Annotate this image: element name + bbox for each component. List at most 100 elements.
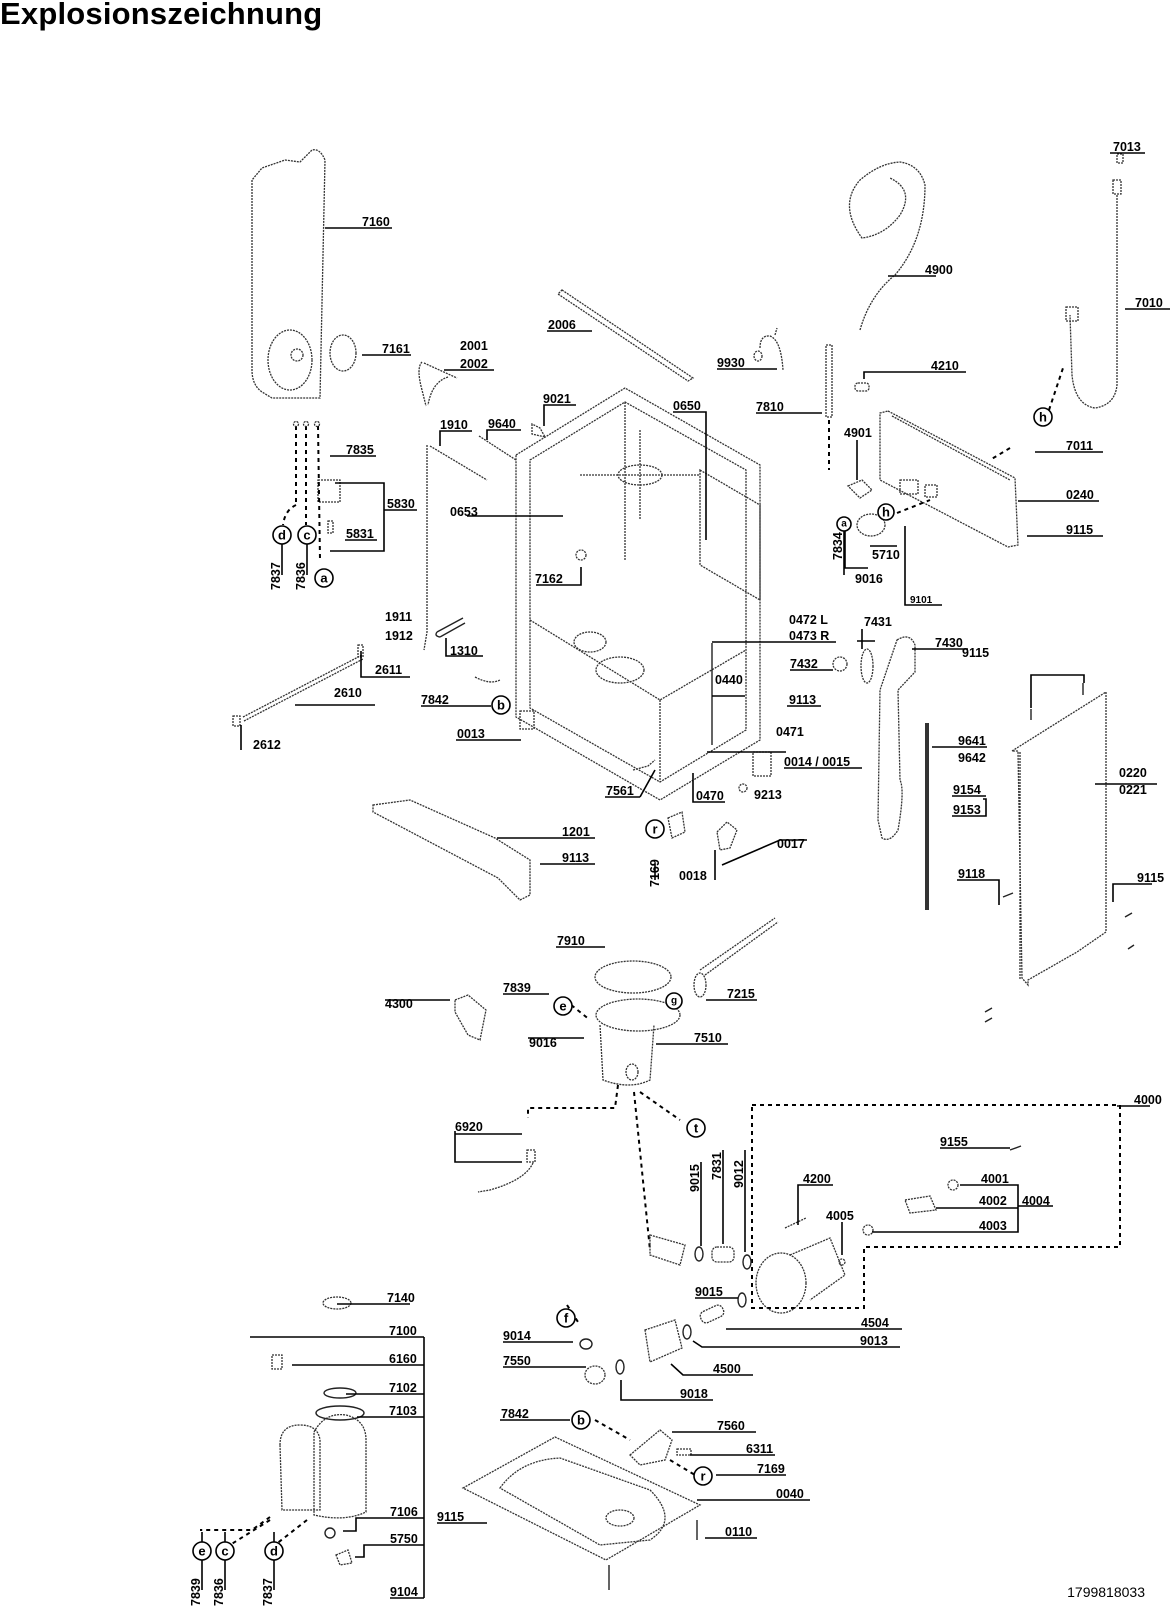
label-9115-panel: 9115 [1066, 523, 1093, 537]
callout-c-top: c [297, 525, 317, 545]
part-4000-pump [755, 1237, 846, 1314]
part-7430-spray-arm [877, 636, 916, 841]
label-7839-top: 7839 [503, 981, 531, 995]
label-7836-top: 7836 [294, 562, 308, 590]
label-9104: 9104 [390, 1585, 418, 1599]
part-9930-hose [753, 327, 784, 371]
label-7842-top: 7842 [421, 693, 449, 707]
label-4210: 4210 [931, 359, 959, 373]
label-9153: 9153 [953, 803, 981, 817]
label-9115-bottom: 9115 [1137, 871, 1164, 885]
label-5830: 5830 [387, 497, 415, 511]
label-6160: 6160 [389, 1352, 417, 1366]
label-7910: 7910 [557, 934, 585, 948]
part-4005 [838, 1258, 846, 1266]
callout-a-right: a [836, 516, 852, 532]
svg-text:a: a [841, 519, 847, 530]
svg-text:b: b [497, 698, 505, 713]
callout-r-bottom: r [693, 1466, 713, 1486]
label-0013: 0013 [457, 727, 485, 741]
part-9640 [478, 435, 517, 461]
callout-h-panel: h [877, 503, 895, 521]
label-9115-top: 9115 [962, 646, 989, 660]
vertical-part-labels: 7837 7836 7834 7169 9015 7831 9012 7839 … [189, 532, 845, 1606]
label-7103: 7103 [389, 1404, 417, 1418]
label-9015-vertical: 9015 [688, 1164, 702, 1192]
label-9014: 9014 [503, 1329, 531, 1343]
label-2612: 2612 [253, 738, 281, 752]
svg-text:f: f [564, 1311, 569, 1326]
label-7431: 7431 [864, 615, 892, 629]
label-9640: 9640 [488, 417, 516, 431]
label-9213: 9213 [754, 788, 782, 802]
svg-text:h: h [882, 505, 890, 520]
callout-r-top: r [645, 819, 665, 839]
parts-4500-4504 [579, 1304, 725, 1385]
label-7169-top: 7169 [648, 859, 662, 887]
part-5830 [317, 479, 341, 534]
label-4200: 4200 [803, 1172, 831, 1186]
label-0470: 0470 [696, 789, 724, 803]
base-dashes [594, 1419, 696, 1476]
label-7836-bottom: 7836 [212, 1578, 226, 1606]
label-9013: 9013 [860, 1334, 888, 1348]
callout-g: g [665, 992, 683, 1010]
part-4003 [862, 1224, 874, 1236]
callout-h-cord: h [1033, 407, 1053, 427]
label-4001: 4001 [981, 1172, 1009, 1186]
callout-e-top: e [553, 996, 573, 1016]
part-2001-bracket [418, 361, 458, 407]
part-4300 [454, 994, 487, 1041]
label-0471: 0471 [776, 725, 804, 739]
label-9930: 9930 [717, 356, 745, 370]
label-4005: 4005 [826, 1209, 854, 1223]
part-4001 [947, 1179, 959, 1191]
label-9015-bottom: 9015 [695, 1285, 723, 1299]
svg-text:r: r [700, 1469, 705, 1484]
label-7102: 7102 [389, 1381, 417, 1395]
label-5831: 5831 [346, 527, 374, 541]
label-4300: 4300 [385, 997, 413, 1011]
label-1912: 1912 [385, 629, 413, 643]
part-4200 [784, 1217, 807, 1229]
label-9154: 9154 [953, 783, 981, 797]
label-0440: 0440 [715, 673, 743, 687]
label-0240: 0240 [1066, 488, 1094, 502]
part-7160-side-panel [251, 149, 326, 399]
callout-b-top: b [491, 695, 511, 715]
label-0650: 0650 [673, 399, 701, 413]
part-7010-power-cord [1065, 153, 1124, 409]
label-7834: 7834 [831, 532, 845, 560]
part-6920-hose [477, 1149, 536, 1193]
svg-text:d: d [270, 1544, 278, 1559]
callout-f: f [556, 1308, 576, 1328]
label-4003: 4003 [979, 1219, 1007, 1233]
label-9642: 9642 [958, 751, 986, 765]
callout-c-bottom: c [215, 1541, 235, 1561]
part-1201-plinth [372, 799, 531, 901]
label-0473: 0473 R [789, 629, 829, 643]
label-7831: 7831 [710, 1152, 724, 1180]
label-4004: 4004 [1022, 1194, 1050, 1208]
part-7510-sump [595, 998, 681, 1086]
label-7842-bottom: 7842 [501, 1407, 529, 1421]
clamps-9015-9012 [649, 1234, 752, 1308]
label-7010: 7010 [1135, 296, 1163, 310]
label-5750: 5750 [390, 1532, 418, 1546]
label-9118: 9118 [958, 867, 985, 881]
label-7169-bottom: 7169 [757, 1462, 785, 1476]
part-7810-tube [825, 344, 833, 470]
label-9113-bottom: 9113 [562, 851, 589, 865]
svg-text:e: e [559, 999, 566, 1014]
label-7106: 7106 [390, 1505, 418, 1519]
svg-text:c: c [221, 1544, 228, 1559]
part-4900-cable [848, 161, 926, 331]
callout-b-bottom: b [571, 1410, 591, 1430]
svg-text:c: c [303, 528, 310, 543]
label-2611: 2611 [375, 663, 402, 677]
label-7100: 7100 [389, 1324, 417, 1338]
part-4901 [846, 479, 874, 499]
label-2610: 2610 [334, 686, 362, 700]
part-7560 [629, 1429, 692, 1466]
